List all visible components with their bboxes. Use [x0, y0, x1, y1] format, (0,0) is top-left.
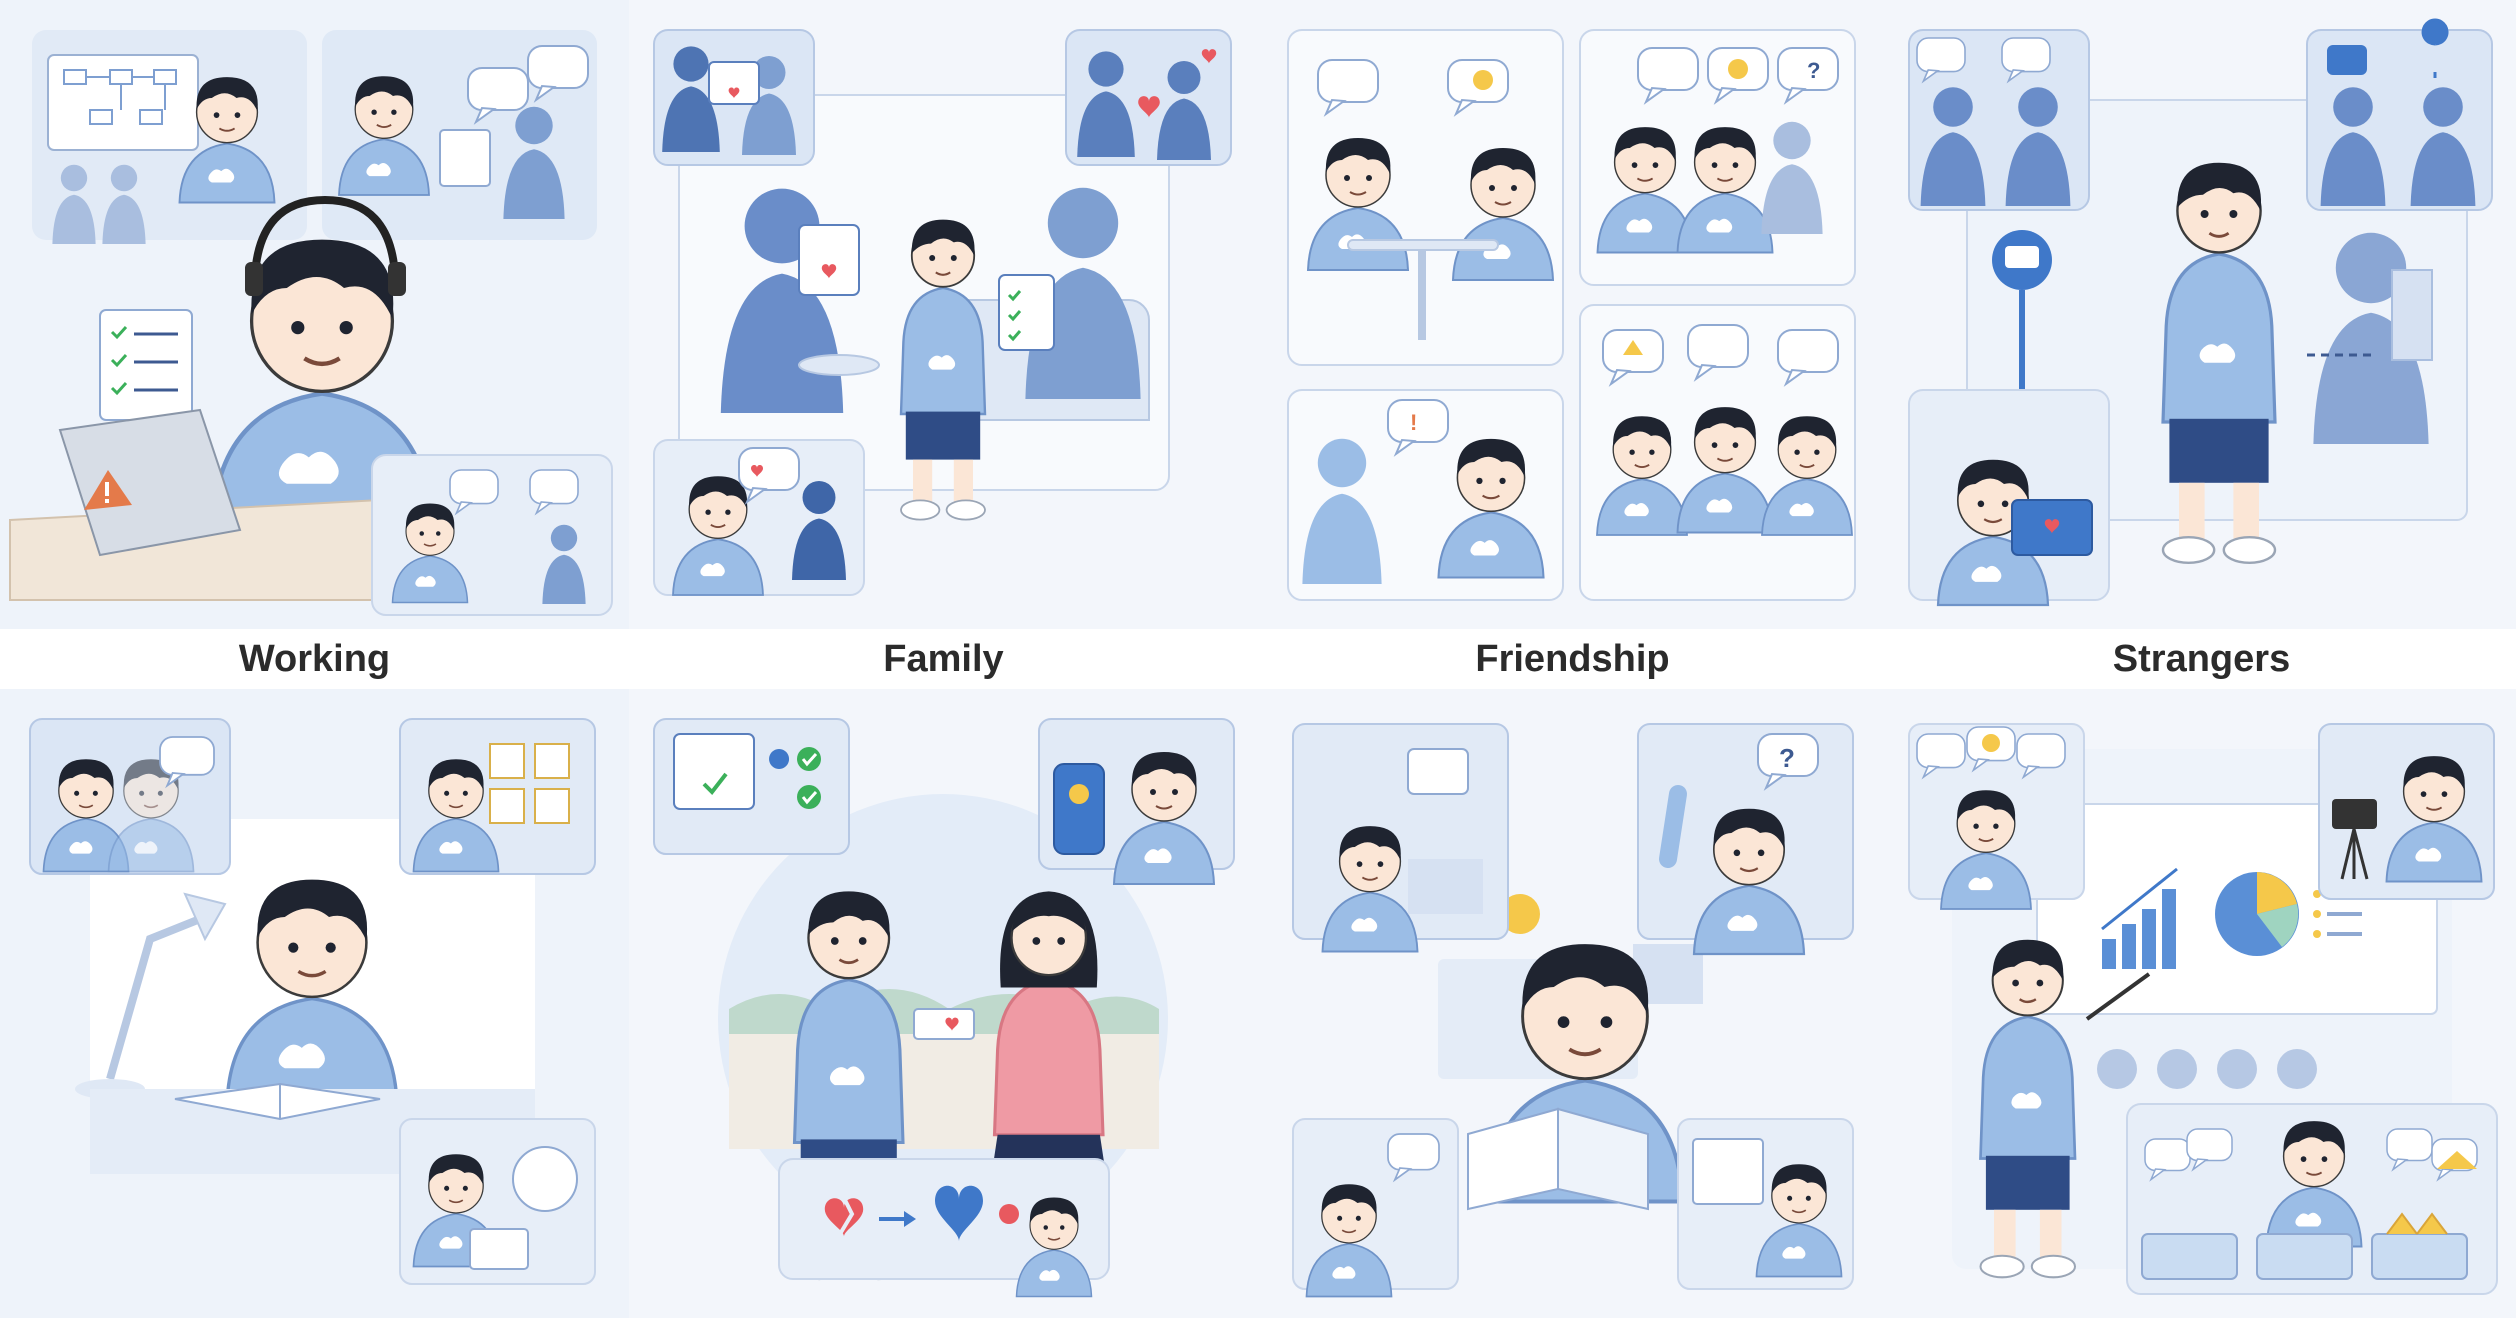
- label-strangers: Strangers: [2112, 638, 2291, 680]
- working-study-scene: [0, 689, 629, 1318]
- svg-text:?: ?: [1779, 743, 1795, 773]
- label-friendship: Friendship: [1475, 638, 1670, 680]
- strangers-public-scene: [1887, 0, 2516, 629]
- working-desk-scene: [0, 0, 629, 629]
- friendship-social-scene: ? !: [1258, 0, 1887, 629]
- svg-text:?: ?: [1807, 58, 1820, 83]
- strangers-presentation-scene: [1887, 689, 2516, 1318]
- family-sharing-scene: [629, 689, 1258, 1318]
- svg-text:!: !: [1410, 410, 1417, 435]
- label-working: Working: [238, 638, 391, 680]
- friendship-classroom-scene: ?: [1258, 689, 1887, 1318]
- label-band: Working Family Friendship Strangers: [0, 629, 2516, 689]
- label-family: Family: [883, 638, 1004, 680]
- family-living-room-scene: [629, 0, 1258, 629]
